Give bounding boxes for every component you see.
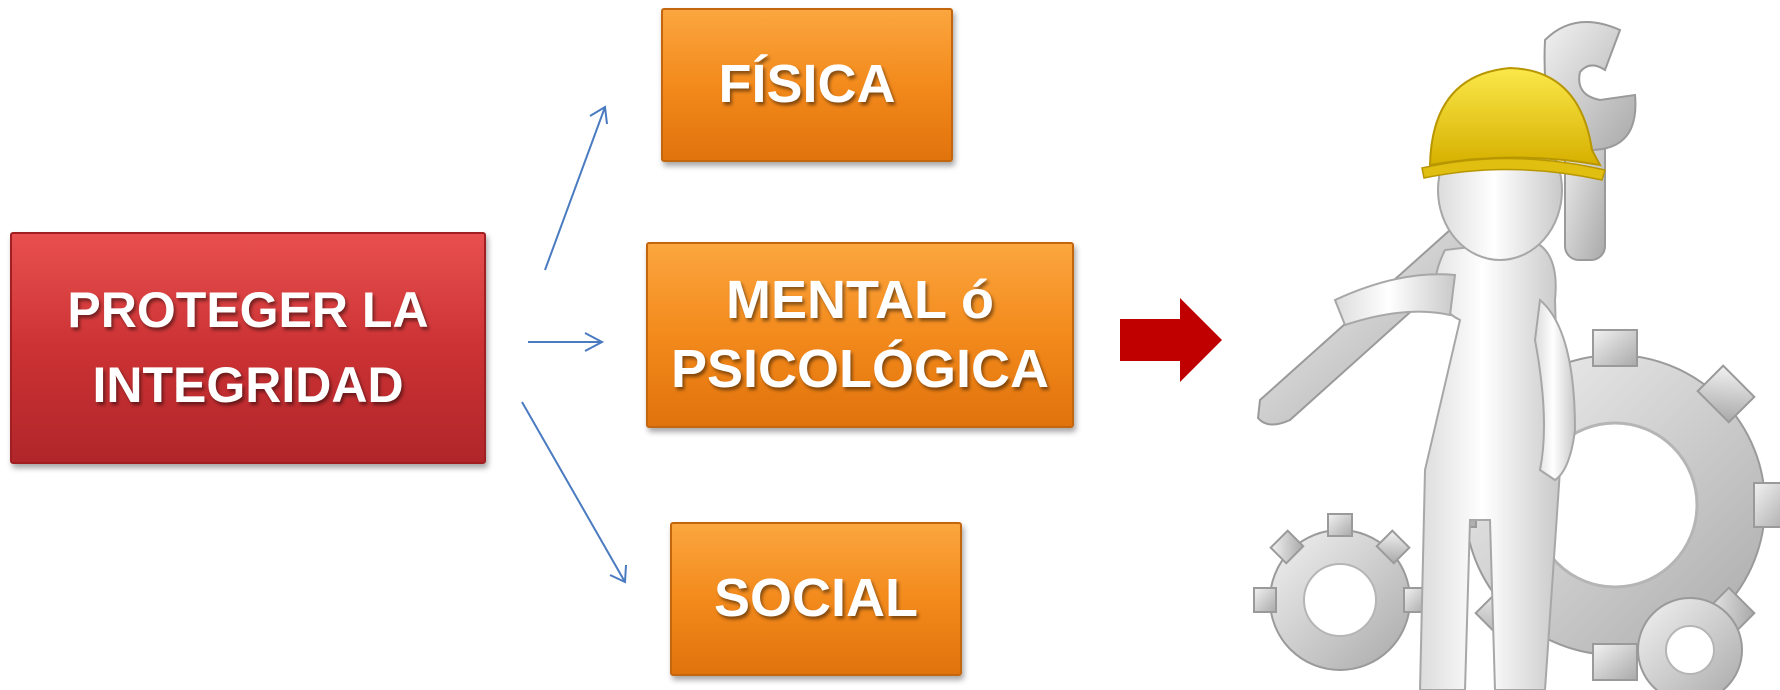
connector-arrow-fisica <box>544 105 608 271</box>
branch-label-social: SOCIAL <box>713 568 918 629</box>
main-concept-label: PROTEGER LA INTEGRIDAD <box>67 282 429 413</box>
branch-label-fisica: FÍSICA <box>718 54 896 115</box>
branch-label-mental: MENTAL ó PSICOLÓGICA <box>670 269 1050 399</box>
block-arrow-right-icon <box>1120 298 1222 382</box>
branch-box-fisica: FÍSICA <box>661 8 953 162</box>
worker-with-wrench-and-gears-icon <box>1253 21 1780 690</box>
branch-box-social: SOCIAL <box>670 522 962 676</box>
connector-arrow-social <box>521 401 627 584</box>
main-concept-box: PROTEGER LA INTEGRIDAD <box>10 232 486 464</box>
branch-box-mental: MENTAL ó PSICOLÓGICA <box>646 242 1074 428</box>
connector-arrow-mental <box>528 332 605 352</box>
